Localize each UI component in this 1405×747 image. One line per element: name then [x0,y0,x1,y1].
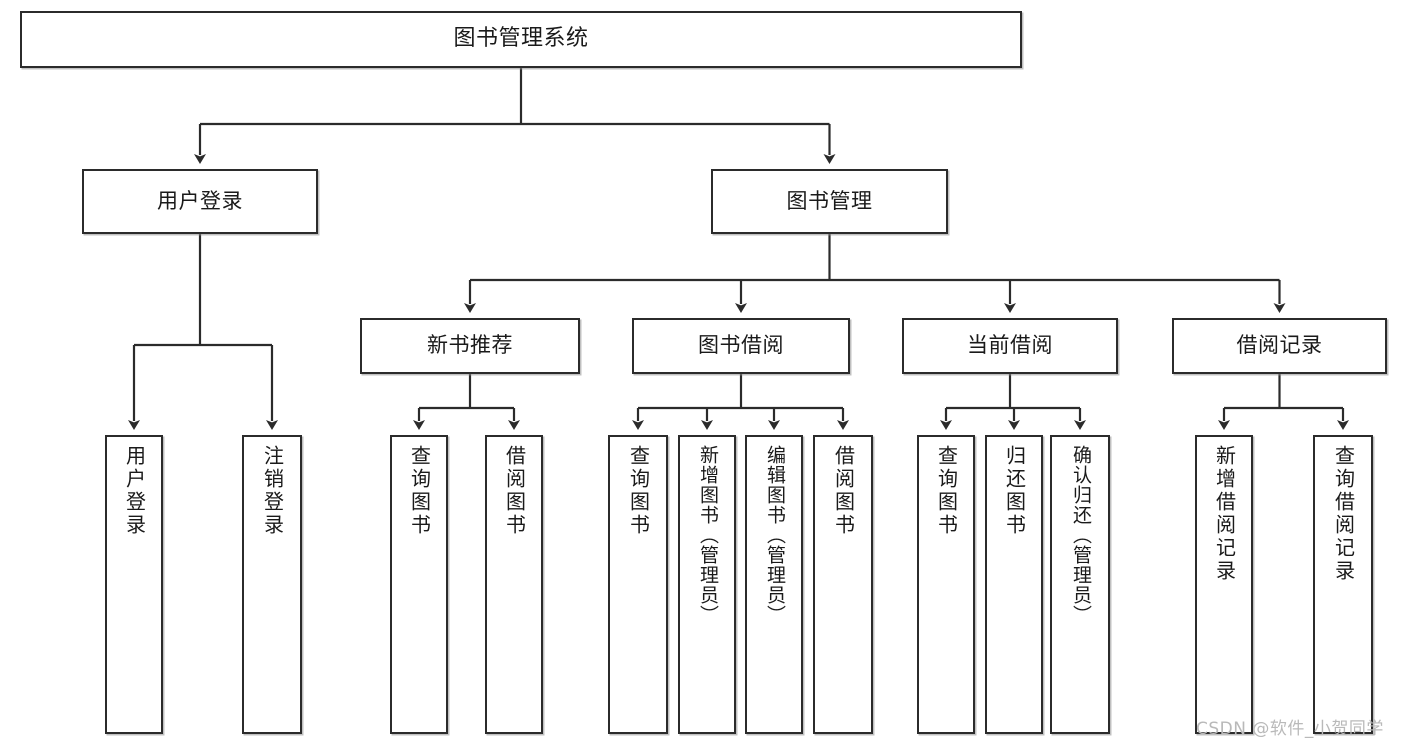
node-leaf-user-login[interactable]: 用户登录 [105,435,163,734]
node-leaf-borrow-book-2[interactable]: 借阅图书 [813,435,873,734]
node-current-borrow[interactable]: 当前借阅 [902,318,1118,374]
node-leaf-query-book-1[interactable]: 查询图书 [390,435,448,734]
node-label: 当前借阅 [967,333,1053,358]
node-label: 新增借阅记录 [1212,445,1237,583]
node-leaf-return-book[interactable]: 归还图书 [985,435,1043,734]
node-label: 新增图书（管理员） [696,445,719,625]
node-label: 查询图书 [934,445,959,537]
node-new-book-rec[interactable]: 新书推荐 [360,318,580,374]
node-leaf-add-book[interactable]: 新增图书（管理员） [678,435,736,734]
node-book-manage[interactable]: 图书管理 [711,169,948,234]
node-label: 确认归还（管理员） [1069,445,1092,625]
node-book-borrow[interactable]: 图书借阅 [632,318,850,374]
node-label: 归还图书 [1002,445,1027,537]
node-label: 查询借阅记录 [1331,445,1356,583]
node-label: 用户登录 [157,188,243,213]
node-leaf-user-logout[interactable]: 注销登录 [242,435,302,734]
node-label: 用户登录 [122,445,147,537]
node-label: 图书借阅 [698,333,784,358]
node-label: 图书管理系统 [453,26,589,52]
node-label: 查询图书 [626,445,651,537]
node-label: 注销登录 [260,445,285,537]
node-root[interactable]: 图书管理系统 [20,11,1022,68]
node-label: 编辑图书（管理员） [763,445,786,625]
node-leaf-query-book-2[interactable]: 查询图书 [608,435,668,734]
node-label: 借阅图书 [502,445,527,537]
node-label: 借阅图书 [831,445,856,537]
node-label: 新书推荐 [427,333,513,358]
node-user-login[interactable]: 用户登录 [82,169,318,234]
node-leaf-query-record[interactable]: 查询借阅记录 [1313,435,1373,734]
node-label: 图书管理 [786,188,873,213]
node-leaf-add-record[interactable]: 新增借阅记录 [1195,435,1253,734]
node-label: 查询图书 [407,445,432,537]
node-borrow-record[interactable]: 借阅记录 [1172,318,1387,374]
node-leaf-borrow-book-1[interactable]: 借阅图书 [485,435,543,734]
node-leaf-edit-book[interactable]: 编辑图书（管理员） [745,435,803,734]
node-leaf-query-book-3[interactable]: 查询图书 [917,435,975,734]
node-label: 借阅记录 [1236,333,1323,358]
node-leaf-confirm-return[interactable]: 确认归还（管理员） [1050,435,1110,734]
